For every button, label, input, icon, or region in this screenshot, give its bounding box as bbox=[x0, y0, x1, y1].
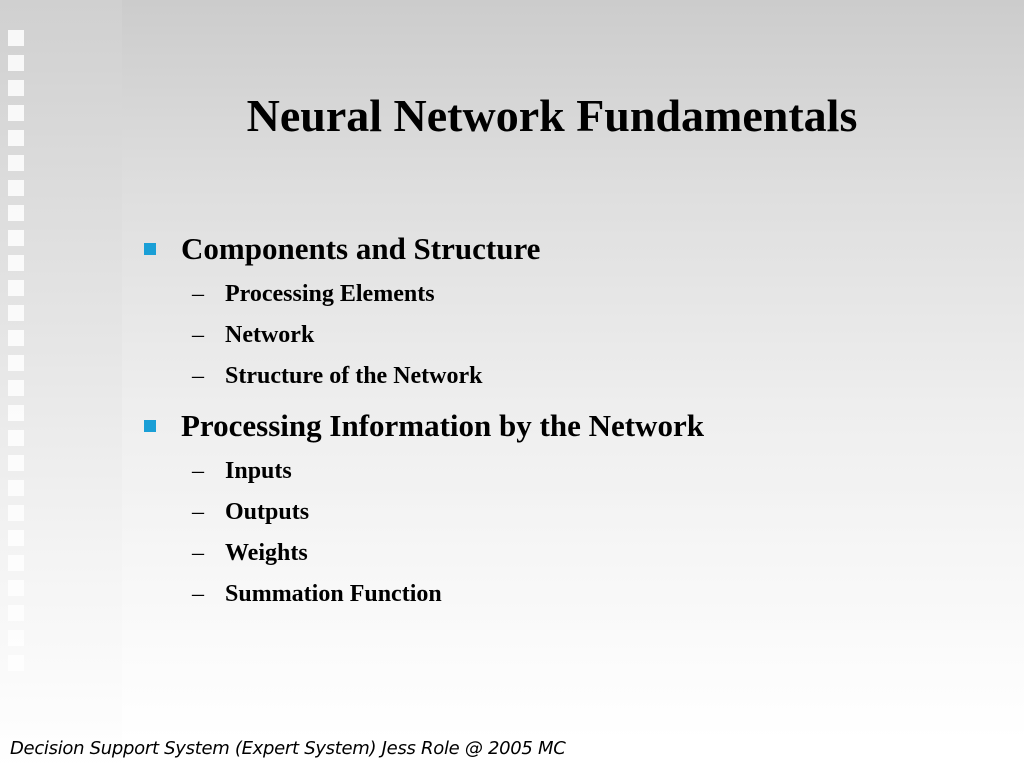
dash-icon: – bbox=[192, 363, 204, 389]
dash-icon: – bbox=[192, 499, 204, 525]
sub-bullet-item: – Structure of the Network bbox=[192, 356, 1000, 397]
decorative-square bbox=[8, 455, 24, 471]
bullet-item: Processing Information by the Network bbox=[140, 405, 1000, 447]
sub-bullet-list: – Processing Elements – Network – Struct… bbox=[140, 274, 1000, 397]
sub-bullet-item: – Outputs bbox=[192, 492, 1000, 533]
decorative-square bbox=[8, 655, 24, 671]
sub-bullet-item: – Weights bbox=[192, 533, 1000, 574]
decorative-square bbox=[8, 605, 24, 621]
sub-bullet-text: Inputs bbox=[225, 458, 292, 484]
slide-footer: Decision Support System (Expert System) … bbox=[10, 738, 566, 759]
decorative-square bbox=[8, 355, 24, 371]
slide-content: Components and Structure – Processing El… bbox=[140, 228, 1000, 623]
slide-background-panel bbox=[122, 0, 1024, 740]
decorative-squares bbox=[8, 30, 26, 671]
decorative-square bbox=[8, 180, 24, 196]
decorative-square bbox=[8, 230, 24, 246]
sub-bullet-item: – Summation Function bbox=[192, 574, 1000, 615]
decorative-square bbox=[8, 255, 24, 271]
decorative-square bbox=[8, 480, 24, 496]
decorative-square bbox=[8, 130, 24, 146]
dash-icon: – bbox=[192, 322, 204, 348]
bullet-text: Components and Structure bbox=[181, 231, 541, 266]
dash-icon: – bbox=[192, 581, 204, 607]
bullet-item: Components and Structure bbox=[140, 228, 1000, 270]
dash-icon: – bbox=[192, 281, 204, 307]
bullet-text: Processing Information by the Network bbox=[181, 408, 704, 443]
sub-bullet-text: Structure of the Network bbox=[225, 363, 483, 389]
decorative-square bbox=[8, 405, 24, 421]
decorative-square bbox=[8, 555, 24, 571]
sub-bullet-text: Processing Elements bbox=[225, 281, 435, 307]
dash-icon: – bbox=[192, 540, 204, 566]
decorative-square bbox=[8, 430, 24, 446]
decorative-square bbox=[8, 580, 24, 596]
square-bullet-icon bbox=[144, 420, 156, 432]
decorative-square bbox=[8, 155, 24, 171]
square-bullet-icon bbox=[144, 243, 156, 255]
decorative-square bbox=[8, 630, 24, 646]
decorative-square bbox=[8, 105, 24, 121]
slide-title: Neural Network Fundamentals bbox=[246, 90, 858, 141]
decorative-square bbox=[8, 280, 24, 296]
sub-bullet-item: – Network bbox=[192, 315, 1000, 356]
decorative-square bbox=[8, 30, 24, 46]
sub-bullet-item: – Processing Elements bbox=[192, 274, 1000, 315]
sub-bullet-text: Summation Function bbox=[225, 581, 442, 607]
decorative-square bbox=[8, 55, 24, 71]
sub-bullet-list: – Inputs – Outputs – Weights – Summation… bbox=[140, 451, 1000, 615]
decorative-square bbox=[8, 305, 24, 321]
decorative-square bbox=[8, 205, 24, 221]
decorative-square bbox=[8, 80, 24, 96]
sub-bullet-text: Weights bbox=[225, 540, 308, 566]
decorative-square bbox=[8, 380, 24, 396]
sub-bullet-text: Network bbox=[225, 322, 315, 348]
decorative-square bbox=[8, 505, 24, 521]
decorative-square bbox=[8, 330, 24, 346]
left-decorative-strip bbox=[0, 0, 122, 768]
decorative-square bbox=[8, 530, 24, 546]
dash-icon: – bbox=[192, 458, 204, 484]
sub-bullet-item: – Inputs bbox=[192, 451, 1000, 492]
sub-bullet-text: Outputs bbox=[225, 499, 310, 525]
